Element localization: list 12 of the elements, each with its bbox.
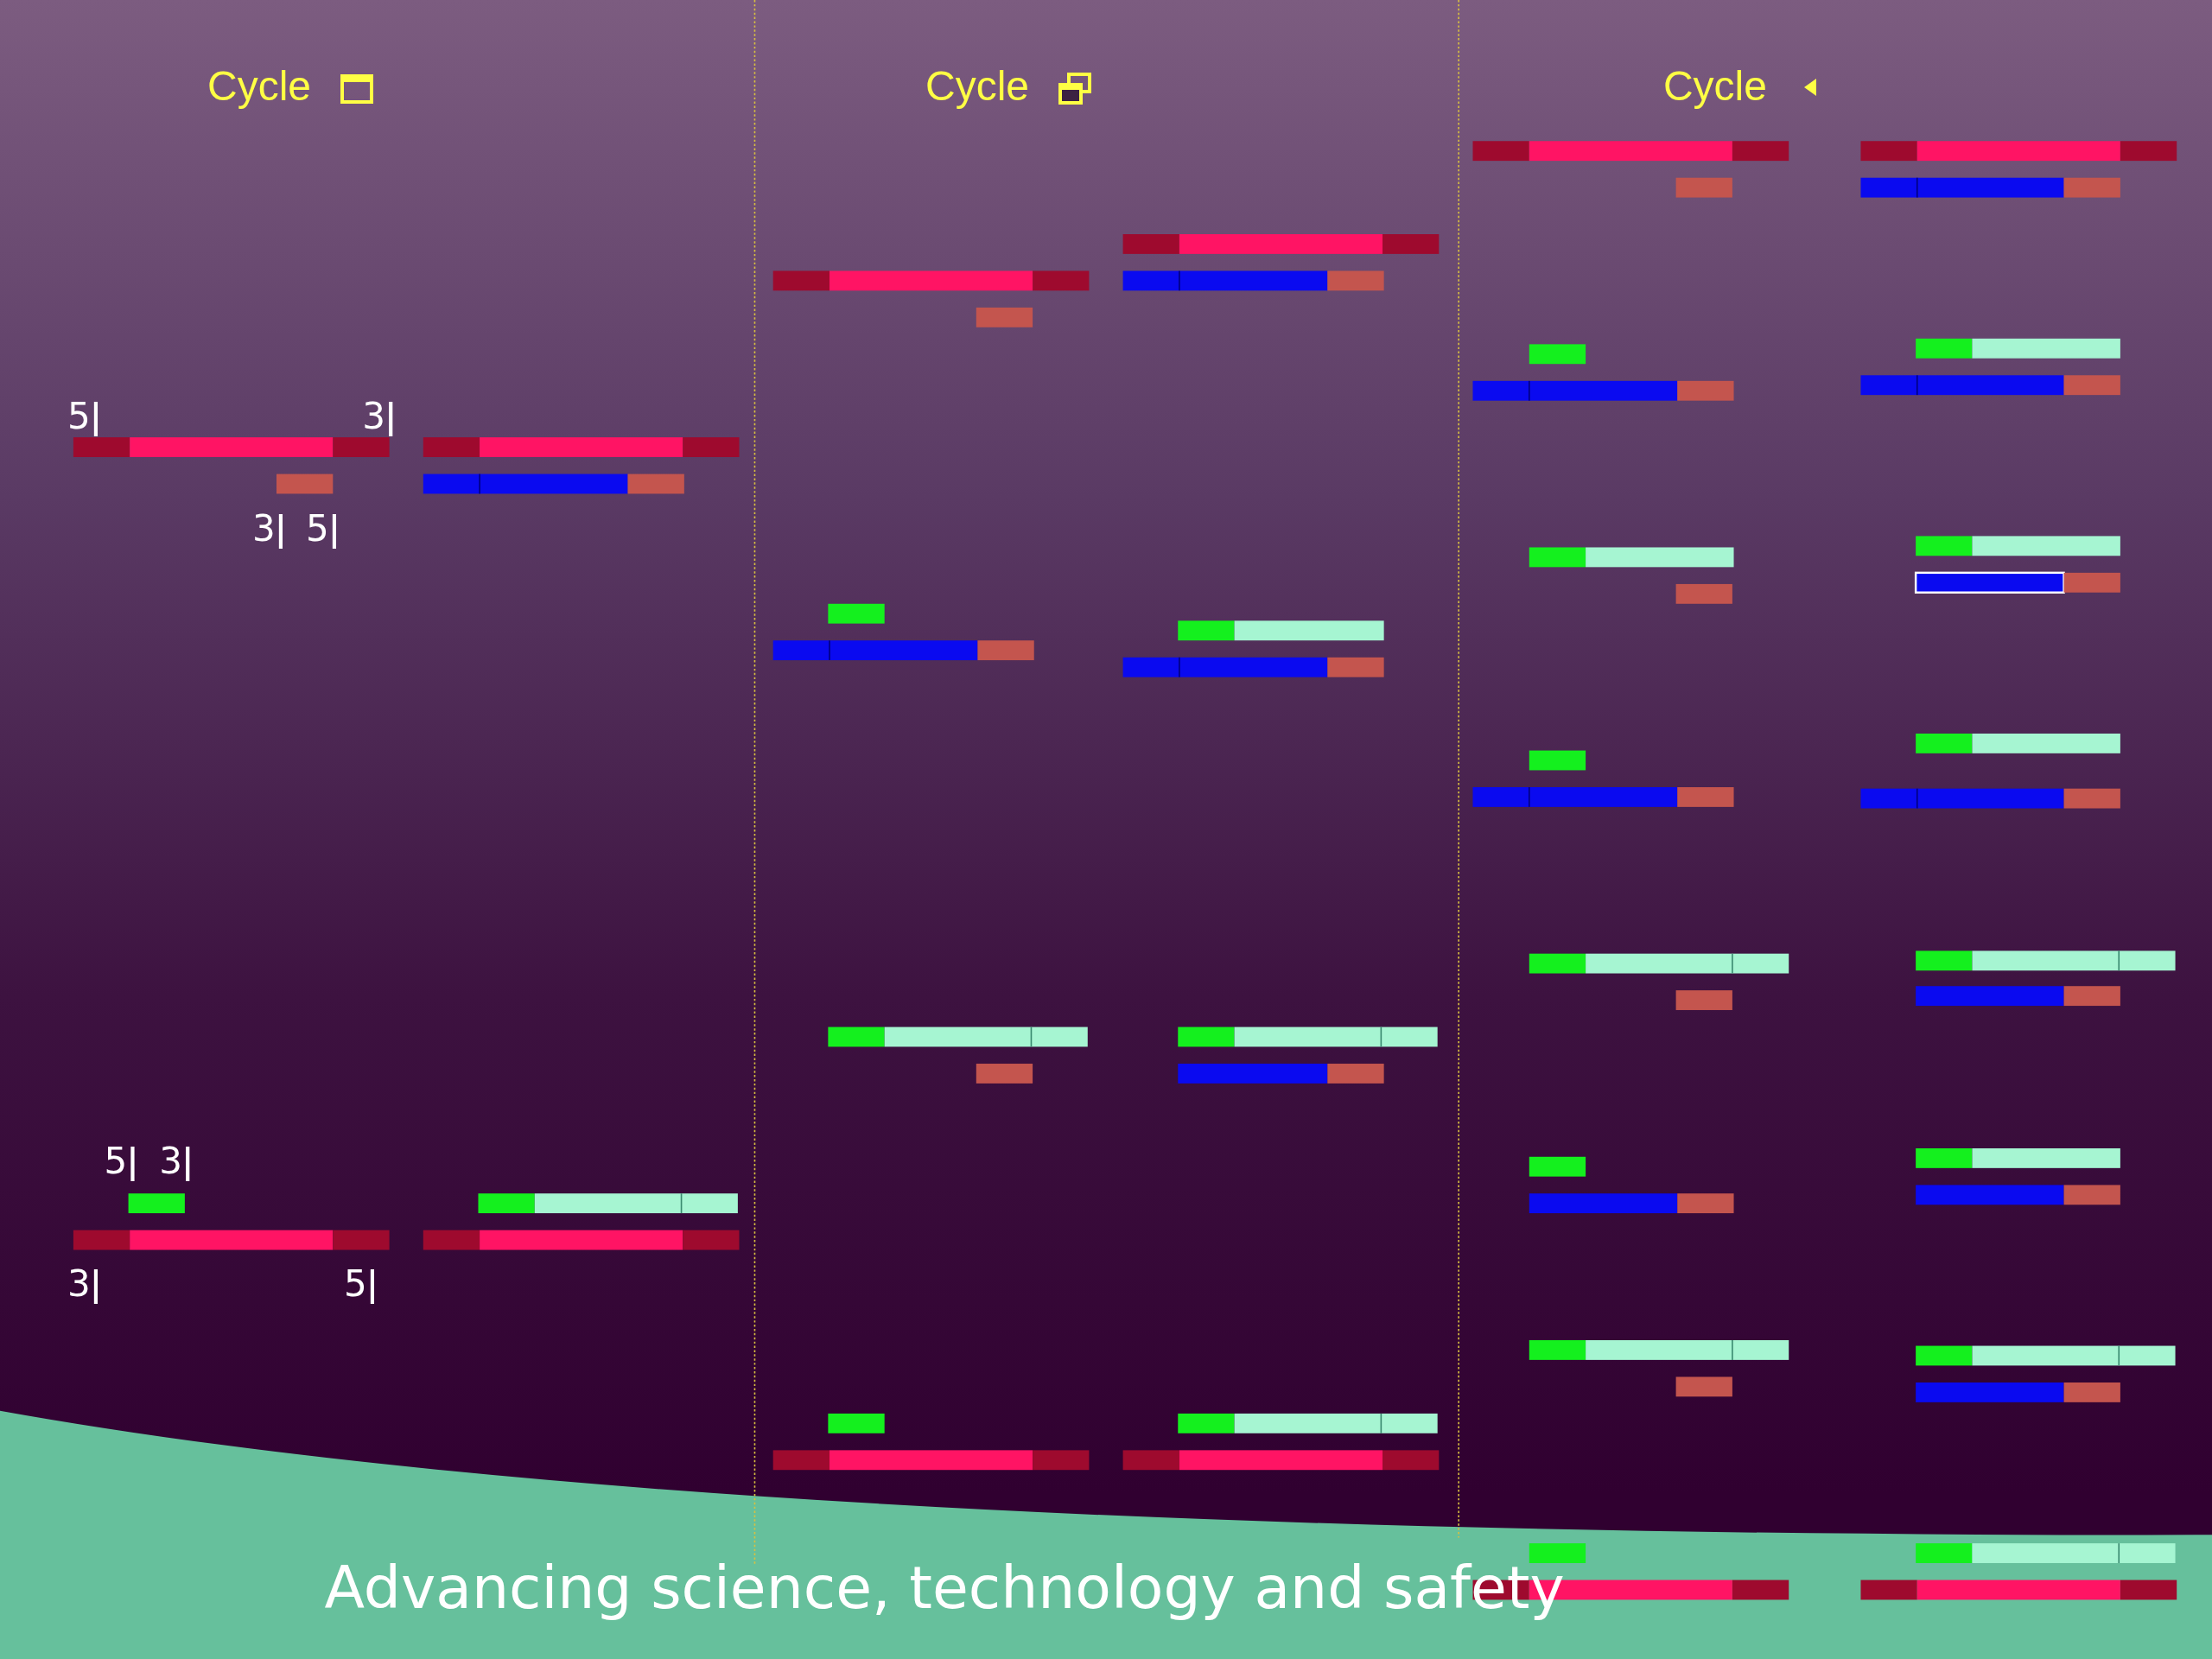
strand-end-label: 3ǀ xyxy=(362,397,397,435)
strand-end-label: 5ǀ xyxy=(67,397,102,435)
cycle-heading: Cycle xyxy=(207,65,312,107)
strand-end-label: 5ǀ xyxy=(104,1142,138,1179)
tagline: Advancing science, technology and safety xyxy=(324,1559,1565,1618)
strand-end-label: 5ǀ xyxy=(344,1265,378,1302)
strand-end-label: 3ǀ xyxy=(251,511,287,548)
strand-end-label: 5ǀ xyxy=(305,511,340,548)
strand-end-label: 3ǀ xyxy=(159,1142,194,1179)
strand-end-label: 3ǀ xyxy=(67,1265,102,1302)
cycle-heading: Cycle xyxy=(925,65,1030,107)
cycle-heading: Cycle xyxy=(1662,65,1767,107)
